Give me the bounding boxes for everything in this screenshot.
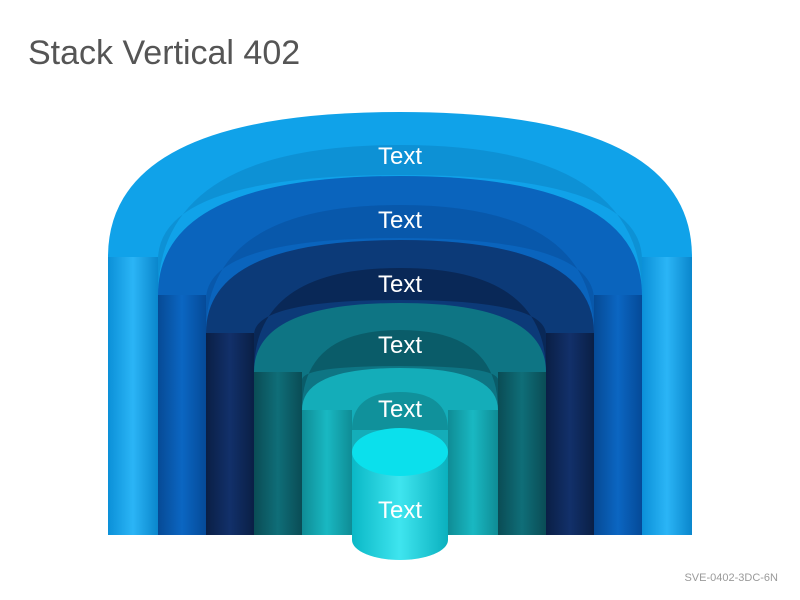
layer-2-label: Text: [378, 207, 422, 234]
layer-1-label: Text: [378, 143, 422, 170]
layer-3-label: Text: [378, 271, 422, 298]
slide-code: SVE-0402-3DC-6N: [684, 572, 778, 584]
layer-5-label: Text: [378, 396, 422, 423]
layer-6-label: Text: [378, 497, 422, 524]
layer-4-label: Text: [378, 332, 422, 359]
stack-layer-6-cylinder: [352, 428, 448, 560]
page-title: Stack Vertical 402: [28, 34, 301, 72]
